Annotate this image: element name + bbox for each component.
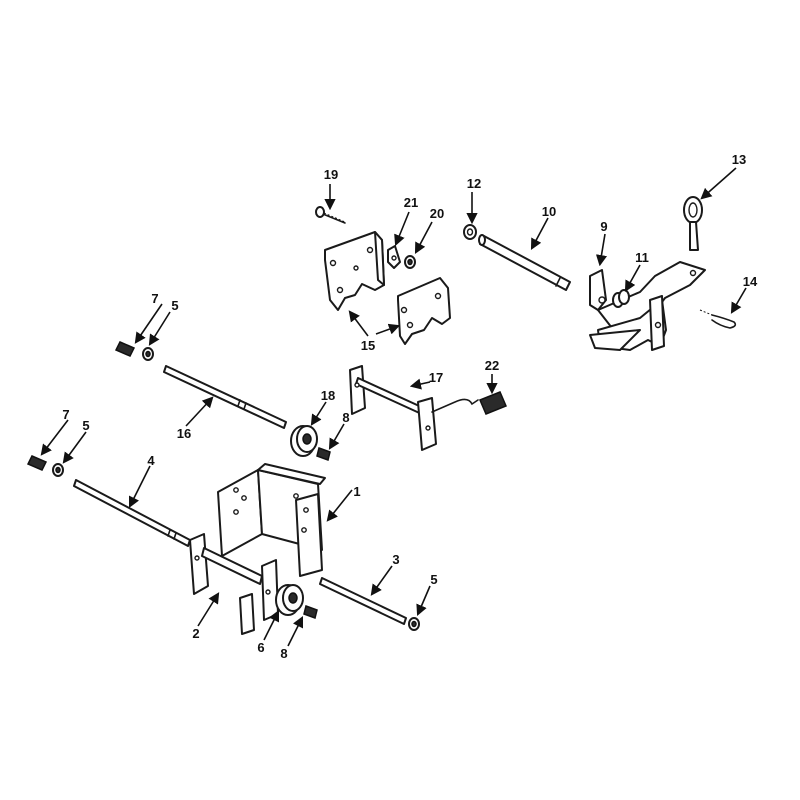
bracket-part-17	[349, 365, 479, 451]
bolt-part-19	[315, 206, 346, 224]
shaft-part-10	[478, 234, 571, 291]
callout-labels: 1 2 3 4 5 5 5 5 6 7 7 8 8 9 10 11 12 13 …	[62, 152, 758, 661]
bracket-part-1	[217, 463, 326, 577]
spring-part-7a	[114, 341, 136, 357]
hairpin-clip-part-14	[699, 309, 737, 329]
callout-17: 17	[429, 370, 443, 385]
spring-part-22	[479, 391, 507, 415]
bracket-part-2	[189, 533, 279, 635]
washer-part-5c	[408, 617, 420, 631]
rod-part-16	[163, 365, 287, 429]
callout-13: 13	[732, 152, 746, 167]
callout-11: 11	[635, 250, 649, 265]
nut-part-20	[404, 255, 416, 269]
callout-10: 10	[542, 204, 556, 219]
mounting-plate-part-15b	[397, 277, 451, 345]
callout-8b: 8	[280, 646, 287, 661]
callout-22: 22	[485, 358, 499, 373]
callout-1: 1	[353, 484, 360, 499]
callout-20: 20	[430, 206, 444, 221]
callout-18: 18	[321, 388, 335, 403]
lift-bracket-part-9	[589, 261, 706, 351]
callout-5b: 5	[82, 418, 89, 433]
leader-lines	[40, 167, 747, 647]
washer-part-12	[463, 224, 477, 240]
bushing-part-11	[612, 289, 630, 308]
washer-part-5b	[52, 463, 64, 477]
rod-part-3	[319, 577, 407, 625]
callout-3: 3	[392, 552, 399, 567]
callout-4: 4	[147, 453, 155, 468]
callout-15: 15	[361, 338, 375, 353]
callout-16: 16	[177, 426, 191, 441]
callout-14: 14	[743, 274, 758, 289]
set-screw-part-8b	[303, 605, 318, 619]
callout-6: 6	[257, 640, 264, 655]
pulley-part-6	[275, 584, 304, 616]
pulley-part-18	[290, 425, 318, 457]
callout-21: 21	[404, 195, 418, 210]
callout-8a: 8	[342, 410, 349, 425]
callout-2: 2	[192, 626, 199, 641]
pin-part-13	[683, 196, 703, 251]
callout-9: 9	[600, 219, 607, 234]
mounting-plate-part-15a	[324, 231, 385, 311]
washer-part-5a	[142, 347, 154, 361]
callout-7a: 7	[151, 291, 158, 306]
set-screw-part-8a	[316, 447, 331, 461]
callout-7b: 7	[62, 407, 69, 422]
callout-19: 19	[324, 167, 338, 182]
callout-5c: 5	[430, 572, 437, 587]
rod-part-4	[73, 479, 191, 547]
callout-12: 12	[467, 176, 481, 191]
spring-part-7b	[26, 455, 48, 471]
callout-5a: 5	[171, 298, 178, 313]
clip-part-21	[387, 245, 401, 269]
